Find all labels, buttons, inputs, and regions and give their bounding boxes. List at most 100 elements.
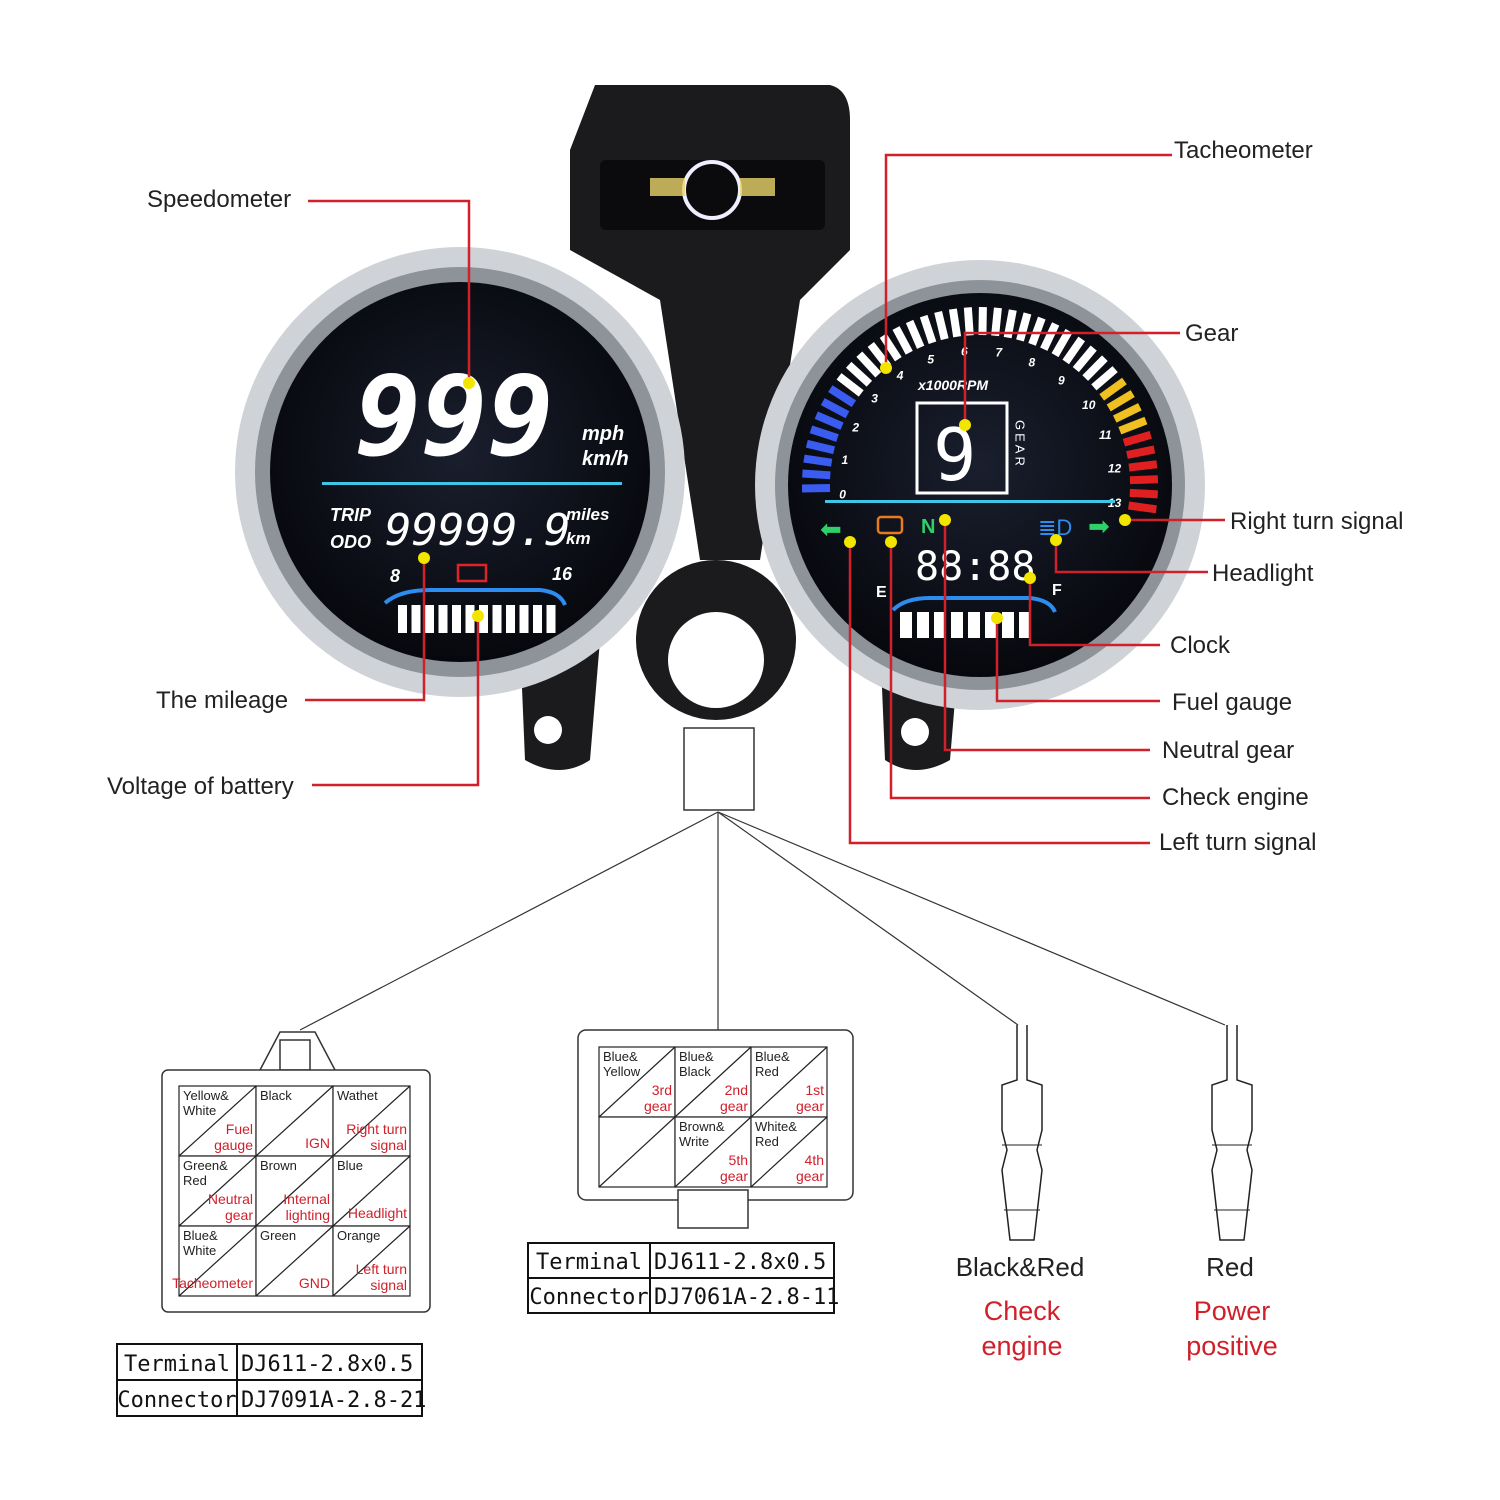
rpm-segment (1122, 430, 1152, 447)
callout-mileage: The mileage (156, 687, 288, 714)
wire-color: Blue& (183, 1228, 218, 1243)
pin-function: Tacheometer (172, 1275, 253, 1291)
callout-speedometer: Speedometer (147, 186, 291, 213)
pin-function: gear (796, 1168, 824, 1184)
rpm-bar-arc (801, 306, 1159, 514)
wire-color: Write (679, 1134, 709, 1149)
wire-color: Red (755, 1064, 779, 1079)
callout-right-turn: Right turn signal (1230, 508, 1403, 535)
rpm-tick-label: 0 (839, 487, 846, 501)
speedometer-gauge: 999 mph km/h TRIP ODO 99999.9 miles km 8… (235, 247, 685, 697)
pin-function: Left turn (356, 1261, 407, 1277)
fuel-bar (900, 612, 1031, 638)
pin-function: signal (370, 1137, 407, 1153)
pin-function: 4th (805, 1152, 824, 1168)
rpm-segment (892, 326, 913, 355)
wire-function-label: Check (984, 1296, 1061, 1326)
tachometer-gauge: x1000RPM 012345678910111213 9 GEAR ⬅ N ≣… (755, 260, 1205, 710)
voltage-segment (492, 605, 502, 633)
rpm-segment (948, 308, 962, 338)
pin-function: Neutral (208, 1191, 253, 1207)
pin-function: gear (796, 1098, 824, 1114)
voltage-segment (519, 605, 529, 633)
wire-function-label: Power (1194, 1296, 1271, 1326)
fuel-segment (900, 612, 912, 638)
wire-color: Brown (260, 1158, 297, 1173)
rpm-tick-label: 7 (995, 346, 1003, 360)
voltage-bar (398, 605, 556, 633)
fuel-full-label: F (1052, 582, 1062, 599)
wire-color: Yellow (603, 1064, 641, 1079)
callout-left-turn: Left turn signal (1159, 829, 1316, 856)
fuel-empty-label: E (876, 584, 887, 601)
pin-function: 2nd (725, 1082, 748, 1098)
rpm-segment (1106, 390, 1135, 412)
pin-function: 1st (805, 1082, 824, 1098)
rpm-segment (1128, 501, 1157, 514)
voltage-segment (398, 605, 407, 633)
right-turn-icon: ➡ (1088, 511, 1110, 541)
rpm-segment (836, 373, 864, 397)
pin-function: lighting (286, 1207, 330, 1223)
fuel-segment (1002, 612, 1014, 638)
trip-label: TRIP (330, 505, 372, 525)
battery-icon (456, 563, 488, 583)
neutral-indicator: N (921, 516, 935, 538)
gear-word: GEAR (1013, 420, 1028, 469)
pin-function: gear (720, 1168, 748, 1184)
wire-color: Red (183, 1173, 207, 1188)
fuel-segment (951, 612, 963, 638)
fuel-segment (917, 612, 929, 638)
terminal-value: DJ611-2.8x0.5 (241, 1352, 413, 1377)
wire-color: White (183, 1103, 216, 1118)
voltage-min: 8 (390, 566, 400, 586)
rpm-tick-label: 4 (896, 368, 904, 382)
unit-km: km (566, 529, 591, 548)
rpm-segment (1112, 403, 1142, 423)
pin-cell (598, 1116, 676, 1188)
rpm-segment (803, 454, 833, 467)
rpm-tick-label: 11 (1099, 428, 1112, 442)
pin-function: gauge (214, 1137, 253, 1153)
rpm-tick-label: 2 (851, 420, 859, 434)
rpm-tick-label: 5 (927, 352, 934, 366)
pin-function: Fuel (226, 1121, 253, 1137)
voltage-segment (479, 605, 488, 633)
wire-color: Blue (337, 1158, 363, 1173)
wire-color: Green& (183, 1158, 228, 1173)
callout-lines (305, 153, 1225, 845)
callout-gear: Gear (1185, 320, 1238, 347)
pin-function: GND (299, 1275, 330, 1291)
wire-color: Blue& (755, 1049, 790, 1064)
wire-color-label: Black&Red (956, 1252, 1085, 1282)
rpm-segment (820, 398, 850, 419)
voltage-segment (465, 605, 475, 633)
unit-miles: miles (566, 505, 609, 524)
pin-function: 3rd (652, 1082, 672, 1098)
rpm-segment (1129, 475, 1159, 485)
wire-function-label: positive (1186, 1331, 1278, 1361)
rpm-tick-label: 10 (1082, 398, 1096, 412)
wire-color: Orange (337, 1228, 380, 1243)
pin-function: Headlight (348, 1205, 407, 1221)
voltage-segment (533, 605, 542, 633)
rpm-segment (1062, 336, 1086, 365)
callout-voltage: Voltage of battery (107, 773, 294, 800)
wire-color: Brown& (679, 1119, 725, 1134)
rpm-tick-label: 9 (1058, 373, 1065, 387)
connector-label: Connector (117, 1388, 236, 1413)
rpm-tick-label: 3 (871, 391, 878, 405)
